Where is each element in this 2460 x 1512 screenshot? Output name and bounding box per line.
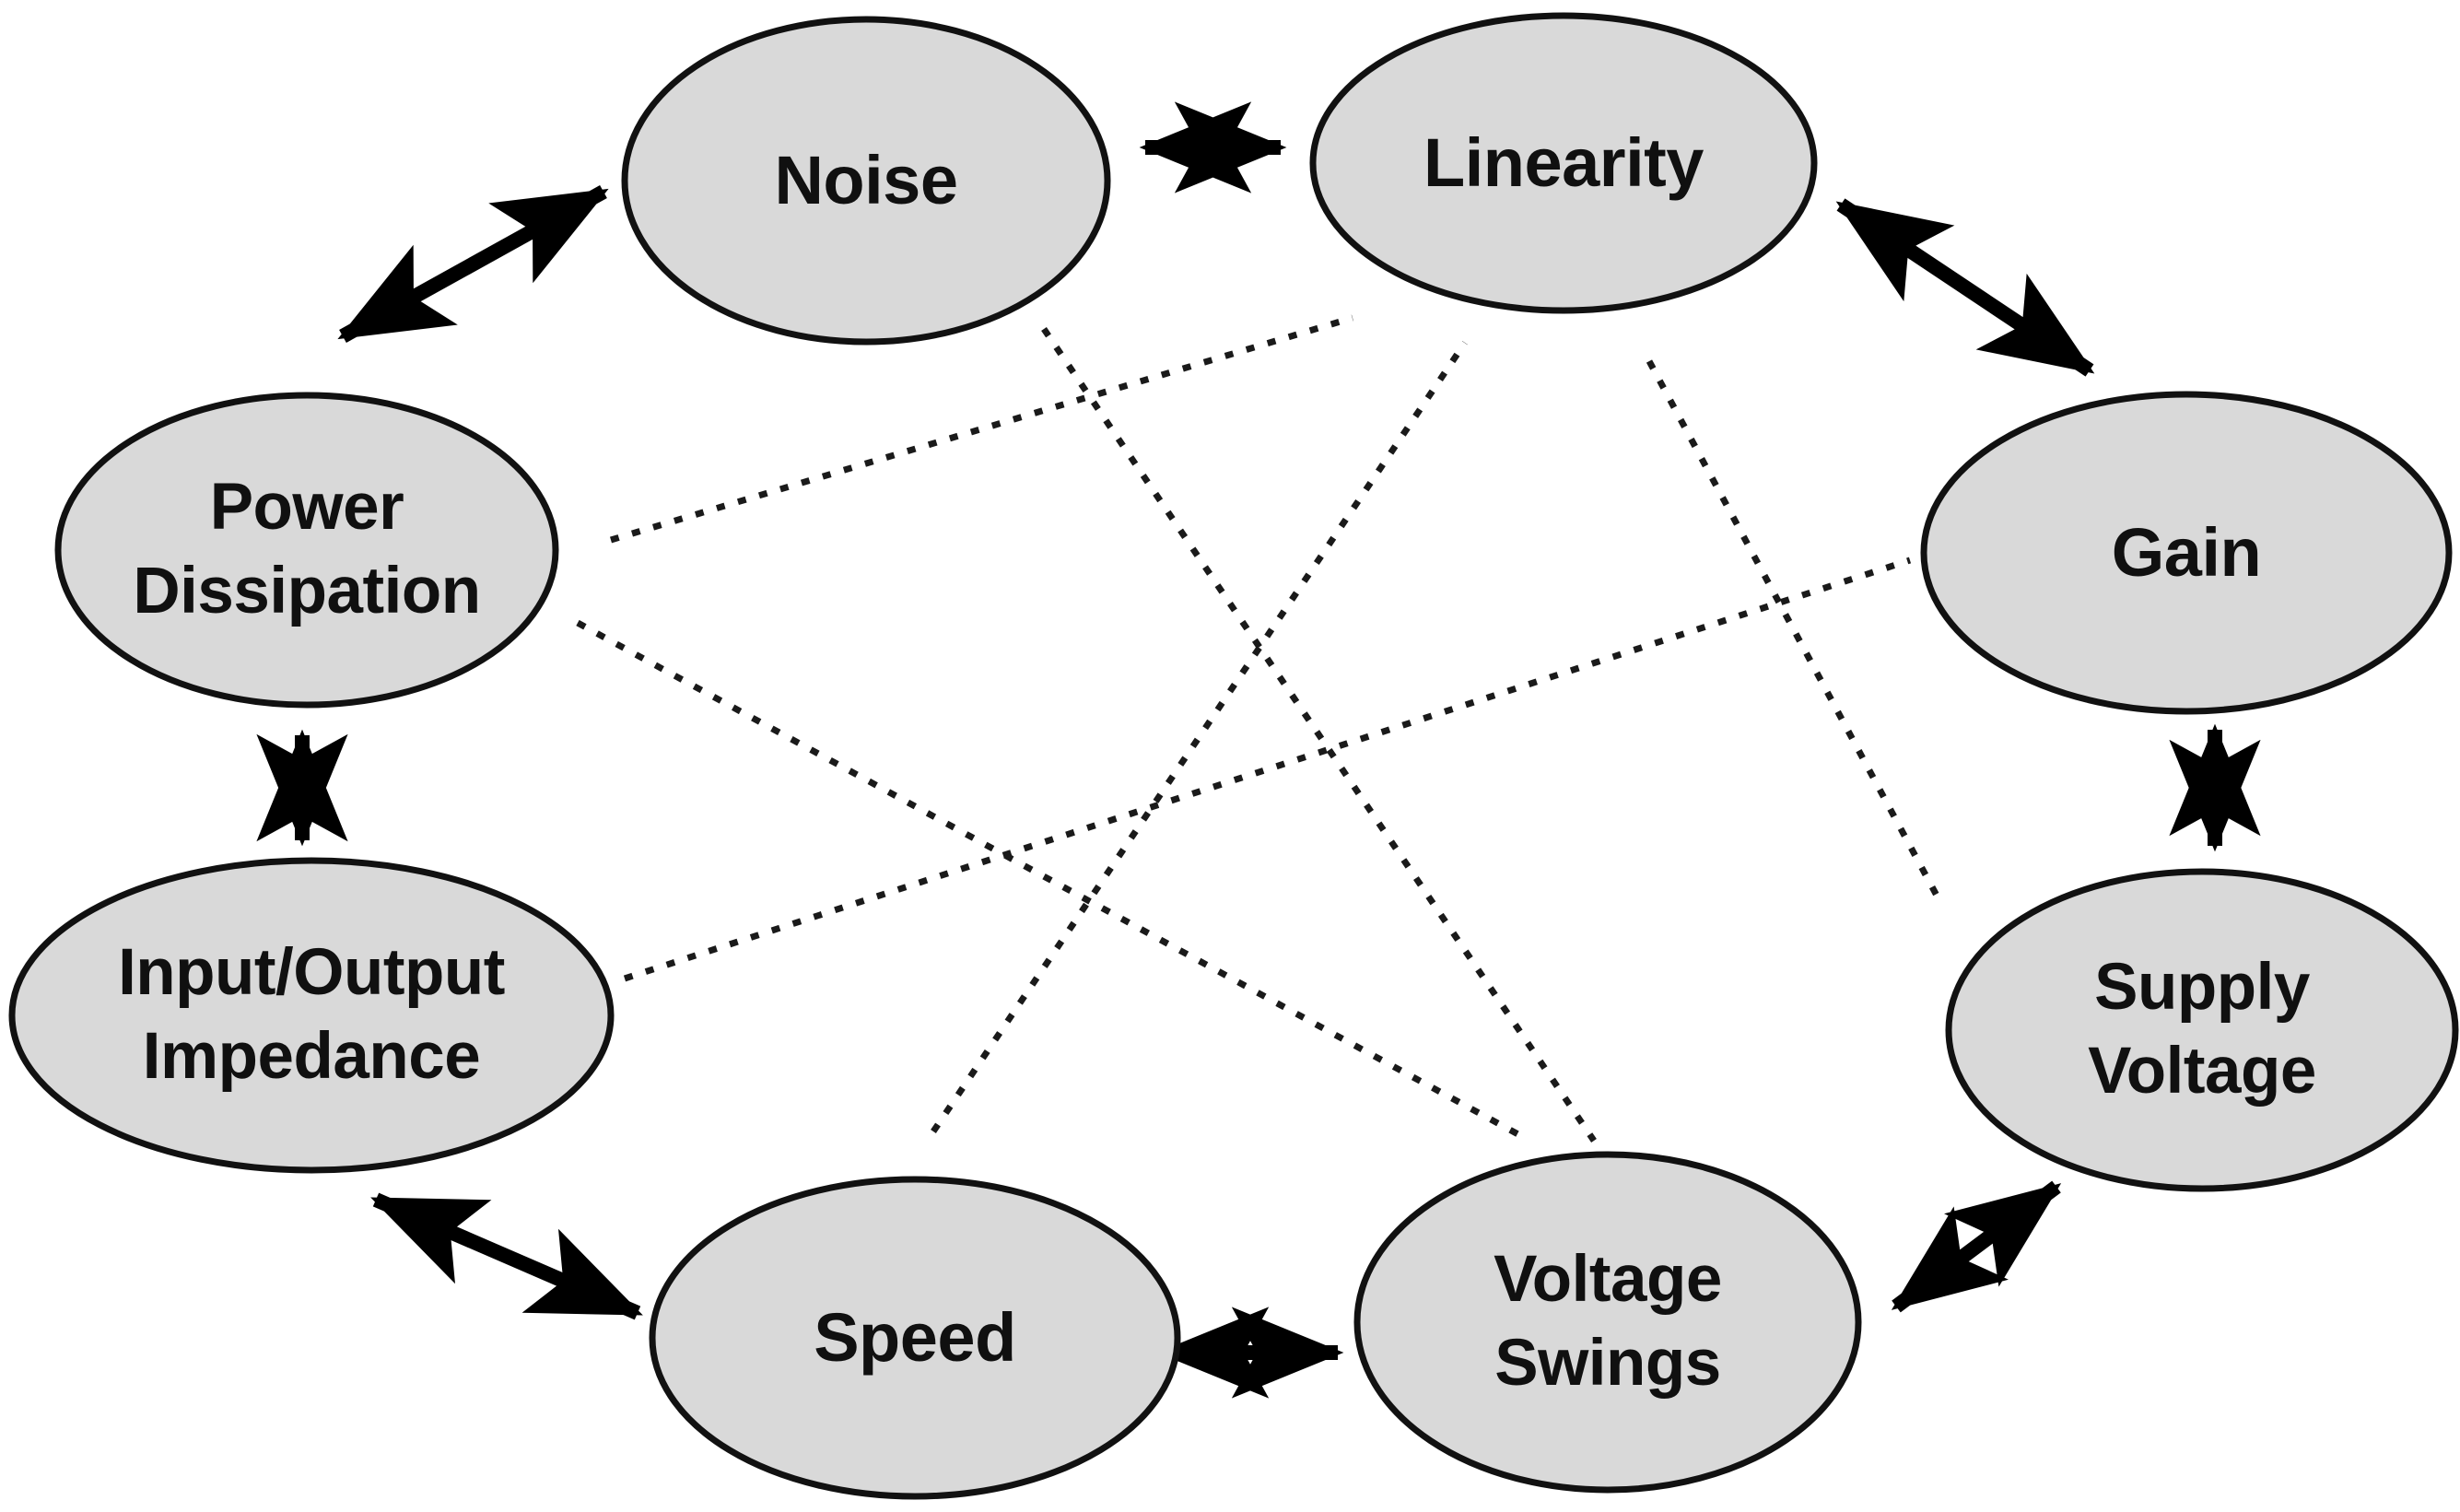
arrow-input-output-speed <box>370 1192 643 1320</box>
node-ellipse-noise[interactable] <box>621 16 1111 346</box>
solid-links-layer <box>256 101 2261 1399</box>
arrow-power-dissipation-noise <box>337 185 609 343</box>
dotted-link-linearity-supply-voltage <box>1646 359 1946 908</box>
node-ellipse-gain[interactable] <box>1920 391 2453 715</box>
node-ellipse-voltage-swings[interactable] <box>1353 1151 1862 1494</box>
dotted-link-power-dissipation-speed <box>576 619 1527 1142</box>
dotted-link-input-output-gain <box>623 557 1912 982</box>
node-ellipse-linearity[interactable] <box>1309 12 1818 314</box>
arrow-voltage-swings-supply-voltage <box>1891 1180 2062 1313</box>
node-ellipse-input-output-impedance[interactable] <box>8 857 615 1174</box>
node-ellipse-power-dissipation[interactable] <box>54 392 559 709</box>
node-ellipse-speed[interactable] <box>649 1176 1181 1500</box>
dotted-links-layer <box>576 314 1946 1143</box>
dotted-link-speed-linearity <box>931 341 1468 1133</box>
dotted-link-power-dissipation-linearity <box>609 314 1354 544</box>
node-ellipse-supply-voltage[interactable] <box>1945 868 2459 1192</box>
arrow-linearity-gain <box>1835 198 2095 377</box>
nodes-layer <box>8 12 2459 1500</box>
dotted-link-noise-voltage-swings <box>1041 327 1597 1143</box>
